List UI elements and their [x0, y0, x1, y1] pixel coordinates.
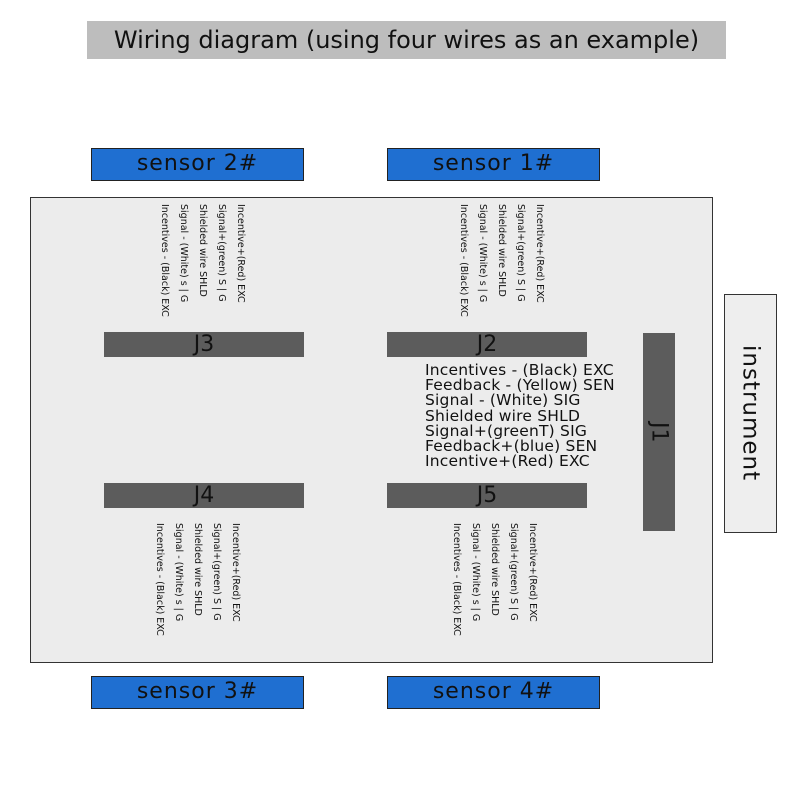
- instrument-box: instrument: [724, 294, 777, 533]
- wire-labels-sensor-1: Incentive+(Red) EXC Signal+(green) S | G…: [457, 204, 545, 317]
- wire-labels-sensor-3: Incentive+(Red) EXC Signal+(green) S | G…: [153, 523, 241, 636]
- wire-label: Shielded wire SHLD: [197, 204, 208, 297]
- connector-j5-label: J5: [476, 483, 498, 508]
- wire-label: Incentive+(Red) EXC: [235, 204, 246, 303]
- wire-labels-sensor-2: Incentive+(Red) EXC Signal+(green) S | G…: [158, 204, 246, 317]
- wire-label: Signal - (White) s | G: [470, 523, 481, 622]
- legend-item: Shielded wire SHLD: [425, 406, 581, 425]
- sensor-1-label: sensor 1#: [432, 151, 555, 176]
- wire-label: Signal+(green) S | G: [216, 204, 227, 302]
- connector-j4-label: J4: [193, 483, 215, 508]
- wire-label: Signal+(green) S | G: [508, 523, 519, 621]
- wire-label: Incentive+(Red) EXC: [534, 204, 545, 303]
- junction-board: [30, 197, 713, 663]
- sensor-2-box: sensor 2#: [91, 148, 304, 181]
- wire-label: Signal - (White) s | G: [477, 204, 488, 303]
- connector-j3: J3: [104, 332, 304, 357]
- wire-label: Signal+(green) S | G: [515, 204, 526, 302]
- legend-item: Incentives - (Black) EXC: [425, 361, 614, 379]
- wire-label: Incentives - (Black) EXC: [159, 204, 170, 317]
- wire-labels-sensor-4: Incentive+(Red) EXC Signal+(green) S | G…: [450, 523, 538, 636]
- connector-j4: J4: [104, 483, 304, 508]
- wire-label: Shielded wire SHLD: [496, 204, 507, 297]
- wire-label: Shielded wire SHLD: [192, 523, 203, 616]
- connector-j1: J1: [643, 333, 675, 531]
- wire-label: Shielded wire SHLD: [489, 523, 500, 616]
- wire-label: Signal - (White) s | G: [173, 523, 184, 622]
- wire-color-legend: Incentives - (Black) EXC Feedback - (Yel…: [425, 361, 615, 471]
- sensor-3-box: sensor 3#: [91, 676, 304, 709]
- legend-item: Incentive+(Red) EXC: [425, 452, 590, 471]
- sensor-4-label: sensor 4#: [432, 679, 555, 704]
- wire-label: Signal+(green) S | G: [211, 523, 222, 621]
- sensor-4-box: sensor 4#: [387, 676, 600, 709]
- instrument-label: instrument: [737, 345, 764, 482]
- connector-j2: J2: [387, 332, 587, 357]
- legend-item: Signal+(greenT) SIG: [425, 421, 588, 440]
- diagram-title: Wiring diagram (using four wires as an e…: [87, 21, 726, 59]
- wire-label: Incentives - (Black) EXC: [458, 204, 469, 317]
- sensor-3-label: sensor 3#: [136, 679, 259, 704]
- connector-j2-label: J2: [476, 332, 498, 357]
- connector-j1-label-wrap: J1: [643, 333, 675, 531]
- connector-j5: J5: [387, 483, 587, 508]
- instrument-label-wrap: instrument: [725, 295, 776, 532]
- sensor-2-label: sensor 2#: [136, 151, 259, 176]
- connector-j1-label: J1: [646, 421, 672, 443]
- connector-j3-label: J3: [193, 332, 215, 357]
- wire-label: Incentive+(Red) EXC: [230, 523, 241, 622]
- legend-item: Feedback+(blue) SEN: [425, 436, 598, 455]
- legend-item: Signal - (White) SIG: [425, 391, 581, 410]
- sensor-1-box: sensor 1#: [387, 148, 600, 181]
- wire-label: Incentive+(Red) EXC: [527, 523, 538, 622]
- wire-label: Incentives - (Black) EXC: [154, 523, 165, 636]
- wire-label: Signal - (White) s | G: [178, 204, 189, 303]
- legend-item: Feedback - (Yellow) SEN: [425, 376, 615, 395]
- wire-label: Incentives - (Black) EXC: [451, 523, 462, 636]
